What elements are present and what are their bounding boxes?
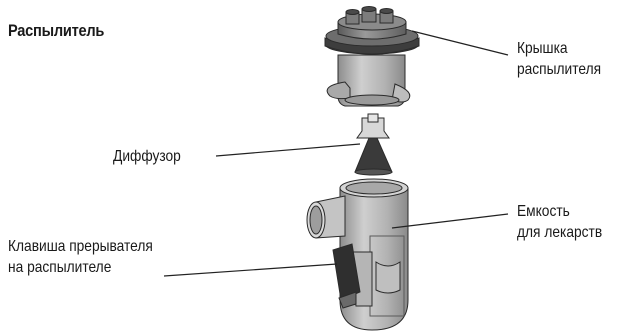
leader-line-diffuser (215, 143, 361, 157)
label-cap-line2: распылителя (517, 61, 602, 78)
label-container: Емкость для лекарств (517, 201, 602, 243)
label-container-line2: для лекарств (517, 224, 603, 241)
leader-line-cap (411, 30, 509, 56)
diffuser (354, 113, 393, 176)
label-interrupter: Клавиша прерывателя на распылителе (8, 236, 153, 278)
leader-line-container (391, 213, 509, 229)
label-cap-line1: Крышка (517, 40, 568, 57)
label-cap: Крышка распылителя (517, 38, 601, 80)
leader-line-interrupter (163, 263, 338, 277)
label-container-line1: Емкость (517, 203, 570, 220)
nebulizer-cap (324, 6, 420, 107)
diagram-title: Распылитель (8, 21, 105, 40)
label-interrupter-line2: на распылителе (8, 259, 112, 276)
medicine-container (306, 178, 409, 331)
label-diffuser-text: Диффузор (113, 148, 181, 165)
label-interrupter-line1: Клавиша прерывателя (8, 238, 153, 255)
leader-lines (163, 30, 509, 277)
label-diffuser: Диффузор (113, 146, 181, 167)
